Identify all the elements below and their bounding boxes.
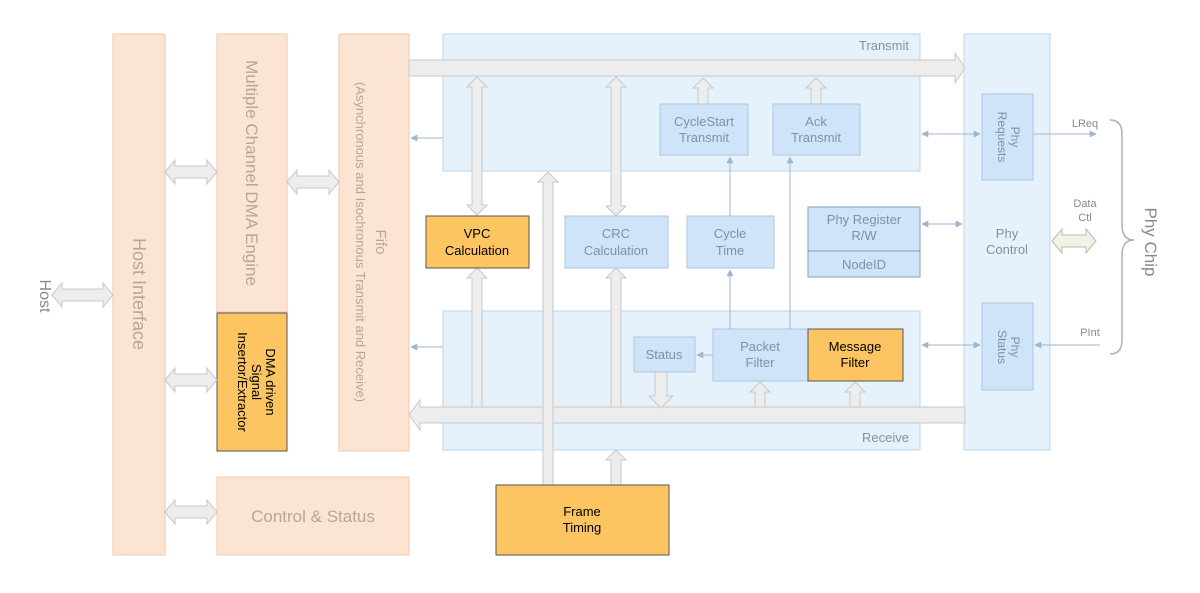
- cycle-time-label-2: Time: [716, 243, 744, 258]
- crc-label-1: CRC: [602, 226, 630, 241]
- vpc-label-1: VPC: [464, 226, 491, 241]
- ack-label-2: Transmit: [791, 130, 841, 145]
- cycle-time-label-1: Cycle: [714, 226, 747, 241]
- message-filter-label-2: Filter: [841, 355, 871, 370]
- receive-label: Receive: [862, 430, 909, 445]
- phy-status-block: [981, 302, 1034, 391]
- data-ctl-label-2: Ctl: [1078, 212, 1091, 224]
- host-arrow: [51, 281, 114, 309]
- cycle-time-block: [686, 215, 775, 269]
- phy-requests-label-1: Phy: [1008, 127, 1022, 148]
- vpc-transmit-arrow: [465, 76, 489, 216]
- lreq-label: LReq: [1072, 118, 1098, 130]
- packet-up-arrow: [748, 381, 772, 408]
- crc-label-2: Calculation: [584, 243, 648, 258]
- phy-control-label-2: Control: [986, 242, 1028, 257]
- cyclestart-label-1: CycleStart: [674, 114, 734, 129]
- frame-receive-arrow: [604, 449, 628, 486]
- message-up-arrow: [843, 381, 867, 408]
- dma-signal-block: [216, 312, 288, 452]
- host-interface-block: [112, 33, 166, 556]
- packet-filter-label-2: Filter: [746, 355, 776, 370]
- dma-engine-label: Multiple Channel DMA Engine: [242, 60, 261, 286]
- dma-engine-block: [216, 33, 288, 313]
- nodeid-label: NodeID: [842, 257, 886, 272]
- host-label: Host: [36, 280, 53, 313]
- vpc-label-2: Calculation: [445, 243, 509, 258]
- control-status-block: [216, 476, 410, 556]
- fifo-sub-label: (Asynchronous and Isochronous Transmit a…: [353, 82, 368, 402]
- phy-control-label-1: Phy: [996, 226, 1019, 241]
- dma-signal-label-3: Insertor/Extractor: [235, 332, 250, 432]
- crc-receive-arrow: [604, 267, 628, 408]
- status-block: [633, 336, 696, 373]
- dma-signal-label-2: Signal: [249, 364, 264, 400]
- dma-signal-label-1: DMA driven: [263, 348, 278, 415]
- packet-filter-block: [712, 328, 809, 382]
- phy-requests-label-2: Requests: [995, 112, 1009, 163]
- status-down-arrow: [647, 371, 675, 409]
- control-status-label: Control & Status: [251, 507, 375, 526]
- phy-status-label-1: Phy: [1008, 337, 1022, 358]
- hi-control-arrow: [164, 498, 218, 526]
- packet-filter-label-1: Packet: [740, 339, 780, 354]
- vpc-receive-arrow: [465, 267, 489, 408]
- data-ctl-label-1: Data: [1073, 198, 1097, 210]
- dma-fifo-arrow: [286, 168, 340, 196]
- ack-label-1: Ack: [805, 114, 827, 129]
- frame-timing-label-2: Timing: [563, 520, 602, 535]
- data-ctl-arrow: [1051, 227, 1097, 255]
- phy-requests-block: [981, 93, 1034, 181]
- fifo-label: Fifo: [372, 229, 389, 254]
- host-interface-label: Host Interface: [129, 238, 149, 350]
- fifo-block: [338, 33, 410, 452]
- vpc-calculation-block: [425, 215, 530, 269]
- message-filter-label-1: Message: [829, 339, 882, 354]
- pint-label: PInt: [1080, 327, 1100, 339]
- frame-timing-block: [495, 484, 670, 556]
- status-label: Status: [646, 347, 683, 362]
- transmit-label: Transmit: [859, 38, 909, 53]
- frame-timing-label-1: Frame: [563, 504, 601, 519]
- cyclestart-label-2: Transmit: [679, 130, 729, 145]
- crc-calculation-block: [564, 215, 669, 269]
- phy-register-block: [807, 206, 921, 278]
- ack-transmit-block: [772, 103, 861, 156]
- phy-status-label-2: Status: [995, 330, 1009, 364]
- phy-register-label-2: R/W: [851, 228, 877, 243]
- phy-chip-label: Phy Chip: [1141, 208, 1160, 277]
- hi-signal-arrow: [164, 366, 218, 394]
- phy-register-label-1: Phy Register: [827, 212, 902, 227]
- phy-chip-brace: [1109, 119, 1135, 355]
- transmit-bus-arrow: [408, 51, 966, 85]
- cyclestart-transmit-block: [659, 103, 749, 156]
- message-filter-block: [807, 328, 904, 382]
- hi-dma-arrow: [164, 158, 218, 186]
